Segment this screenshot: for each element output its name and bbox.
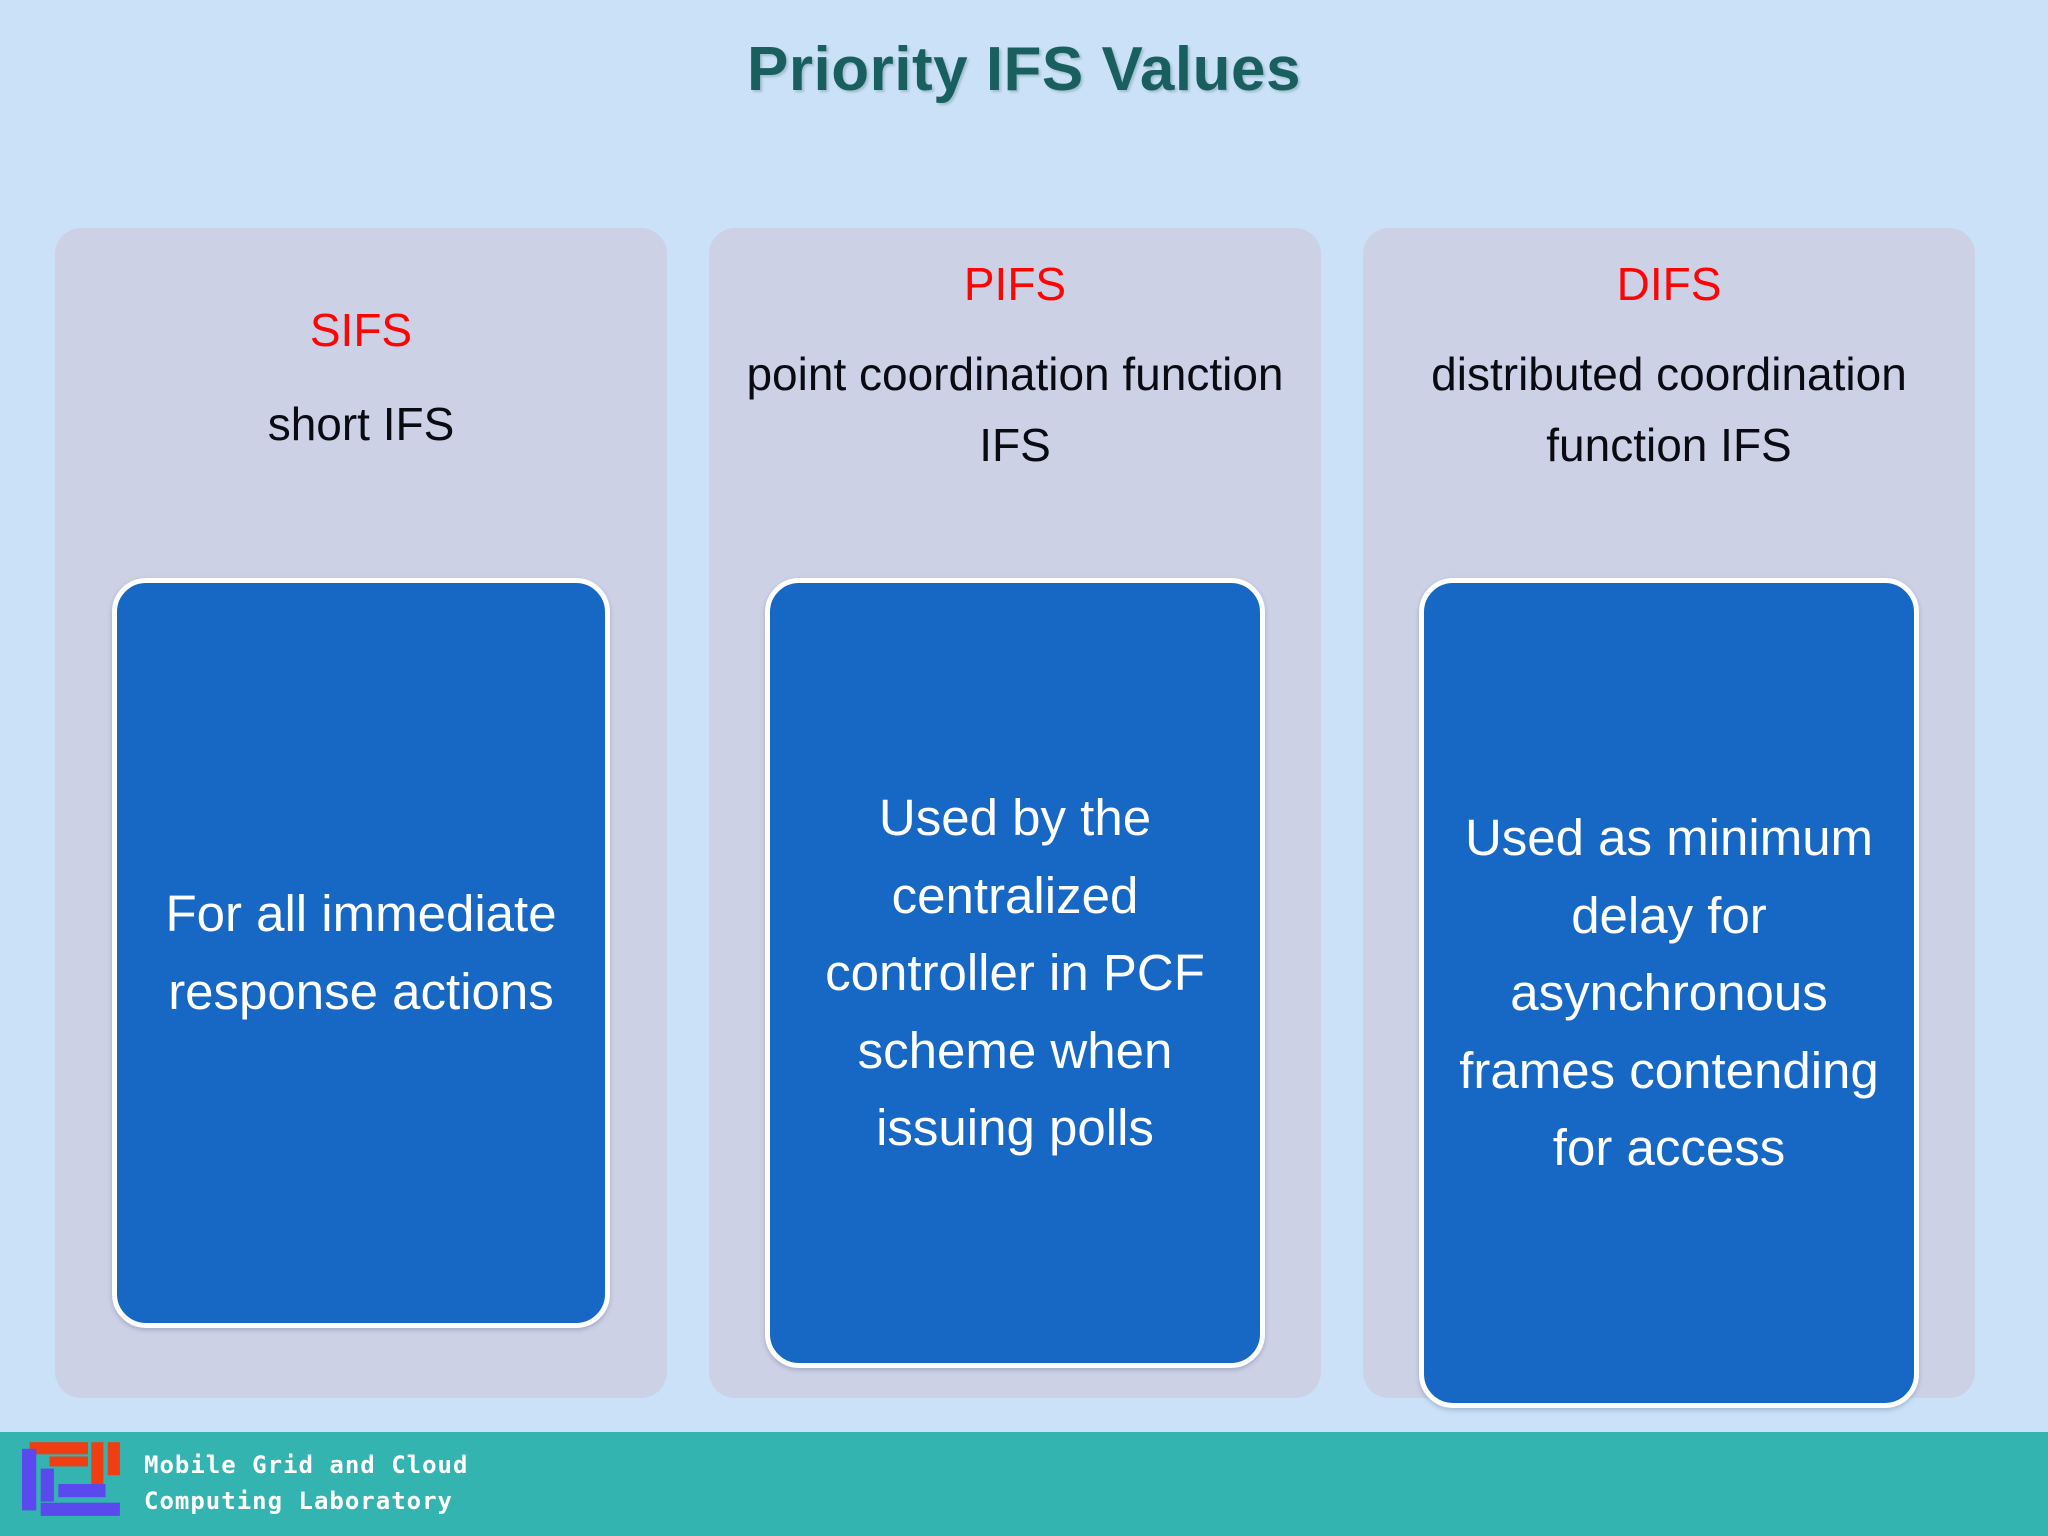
panel-pifs-acronym: PIFS bbox=[963, 258, 1067, 310]
panel-sifs-callout-text: For all immediate response actions bbox=[165, 885, 557, 1020]
panel-pifs-callout-box: Used by the centralized controller in PC… bbox=[765, 578, 1265, 1368]
panel-difs-callout-text: Used as minimum delay for asynchronous f… bbox=[1459, 809, 1879, 1177]
logo-block-blue-mid bbox=[58, 1484, 106, 1498]
panel-difs-acronym: DIFS bbox=[1616, 258, 1722, 310]
footer-lab-name-line2: Computing Laboratory bbox=[144, 1487, 453, 1515]
logo-block-red-bar-1 bbox=[91, 1442, 104, 1486]
logo-block-blue-inner bbox=[40, 1468, 54, 1502]
logo-block-red-top bbox=[29, 1442, 88, 1455]
panel-sifs: SIFS short IFS For all immediate respons… bbox=[55, 228, 667, 1398]
footer-lab-name-line1: Mobile Grid and Cloud bbox=[144, 1451, 469, 1480]
logo-block-red-inner bbox=[49, 1456, 88, 1467]
logo-block-blue-left bbox=[22, 1448, 37, 1511]
panel-difs-subtitle: distributed coordination function IFS bbox=[1431, 347, 1907, 472]
logo-block-red-bar-2 bbox=[107, 1442, 120, 1476]
panel-pifs-subtitle: point coordination function IFS bbox=[746, 347, 1284, 472]
footer-bar: Mobile Grid and Cloud Computing Laborato… bbox=[0, 1432, 2048, 1536]
mgcl-logo-icon bbox=[22, 1440, 126, 1528]
panel-sifs-acronym: SIFS bbox=[309, 304, 413, 356]
footer-branding: Mobile Grid and Cloud Computing Laborato… bbox=[22, 1440, 468, 1528]
panel-pifs-callout-text: Used by the centralized controller in PC… bbox=[825, 789, 1205, 1157]
panel-difs: DIFS distributed coordination function I… bbox=[1363, 228, 1975, 1408]
footer-lab-name: Mobile Grid and Cloud Computing Laborato… bbox=[144, 1448, 468, 1519]
panel-row: SIFS short IFS For all immediate respons… bbox=[55, 228, 1975, 1408]
logo-block-blue-bottom bbox=[40, 1502, 120, 1516]
panel-sifs-subtitle: short IFS bbox=[267, 397, 455, 450]
panel-pifs: PIFS point coordination function IFS Use… bbox=[709, 228, 1321, 1398]
panel-sifs-callout-box: For all immediate response actions bbox=[112, 578, 610, 1328]
panel-difs-callout-box: Used as minimum delay for asynchronous f… bbox=[1419, 578, 1919, 1408]
page-title: Priority IFS Values bbox=[747, 35, 1301, 104]
